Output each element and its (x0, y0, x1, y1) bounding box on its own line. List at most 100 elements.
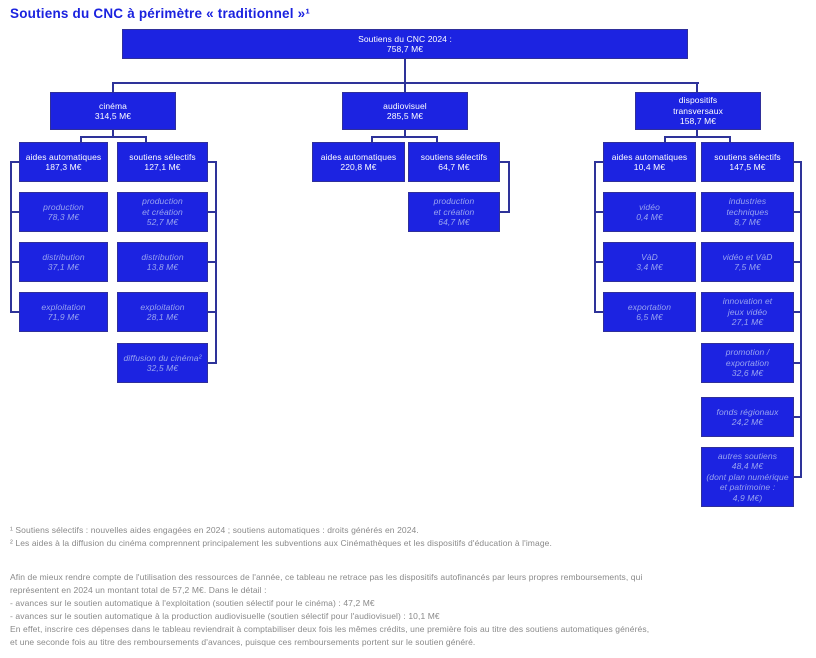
node-label-line: production (43, 201, 84, 212)
node-label-line: vidéo (639, 201, 660, 212)
node-label-line: 285,5 M€ (386, 111, 424, 121)
node-label-line: techniques (726, 206, 769, 217)
node-label-line: 4,9 M€) (732, 492, 763, 503)
node-label-line: dispositifs (678, 95, 718, 106)
connector-line (794, 311, 802, 313)
node-label-line: 3,4 M€ (636, 262, 663, 272)
node-label-line: 48,4 M€ (731, 461, 764, 472)
node-label-line: audiovisuel (383, 100, 427, 111)
connector-line (10, 161, 19, 163)
connector-line (500, 161, 510, 163)
connector-line (794, 476, 802, 478)
node-label-line: distribution (141, 251, 184, 262)
connector-line (800, 161, 802, 478)
connector-line (594, 261, 603, 263)
connector-line (112, 130, 114, 136)
node-label-line: 27,1 M€ (731, 317, 764, 328)
node-label-line: 32,6 M€ (731, 368, 764, 379)
connector-line (10, 211, 19, 213)
node-label-line: production (142, 196, 183, 207)
node-label-line: exportation (725, 357, 770, 368)
explanation-line: - avances sur le soutien automatique à l… (10, 598, 375, 608)
connector-line (794, 416, 802, 418)
node-label-line: aides automatiques (25, 151, 102, 162)
node-label-line: exportation (627, 301, 672, 312)
node-label-line: 64,7 M€ (438, 162, 470, 172)
node-label-line: 758,7 M€ (386, 44, 424, 54)
connector-line (794, 362, 802, 364)
node-label-line: exploitation (140, 301, 185, 312)
connector-line (696, 82, 698, 92)
node-label-line: et patrimoine : (719, 482, 776, 493)
node-label-line: 24,2 M€ (731, 417, 764, 427)
node-label-line: diffusion du cinéma² (123, 352, 202, 363)
connector-line (404, 130, 406, 136)
connector-line (594, 211, 603, 213)
node-label-line: (dont plan numérique (706, 471, 789, 482)
node-label-line: 37,1 M€ (47, 262, 80, 272)
node-label-line: transversaux (673, 105, 723, 116)
node-label-line: 28,1 M€ (146, 312, 179, 322)
diagram-title: Soutiens du CNC à périmètre « traditionn… (10, 6, 311, 21)
node-label-line: 78,3 M€ (47, 212, 80, 222)
node-label-line: 64,7 M€ (438, 217, 470, 228)
connector-line (500, 211, 510, 213)
explanation-line: Afin de mieux rendre compte de l'utilisa… (10, 572, 643, 582)
node-label-line: 187,3 M€ (45, 162, 82, 172)
node-label-line: production (433, 196, 475, 207)
node-label-line: industries (728, 196, 767, 207)
connector-line (594, 311, 603, 313)
connector-line (10, 311, 19, 313)
connector-line (794, 261, 802, 263)
connector-line (794, 161, 802, 163)
node-label-line: et création (142, 206, 183, 217)
connector-line (508, 161, 510, 213)
node-label-line: distribution (42, 251, 85, 262)
node-label-line: 220,8 M€ (340, 162, 377, 172)
node-label-line: 10,4 M€ (633, 162, 666, 172)
connector-line (208, 311, 217, 313)
footnote-2: ² Les aides à la diffusion du cinéma com… (10, 538, 552, 548)
connector-line (729, 136, 731, 142)
node-label-line: aides automatiques (320, 151, 397, 162)
connector-line (594, 161, 603, 163)
connector-line (208, 161, 217, 163)
connector-line (436, 136, 438, 142)
connector-line (208, 261, 217, 263)
connector-line (594, 161, 596, 313)
node-label-line: promotion / (725, 347, 770, 358)
node-label-line: exploitation (41, 301, 86, 312)
node-label-line: soutiens sélectifs (129, 151, 196, 162)
node-label-line: innovation et (722, 296, 773, 307)
node-label-line: VàD (641, 251, 658, 262)
node-label-line: 147,5 M€ (729, 162, 766, 172)
node-label-line: vidéo et VàD (722, 251, 773, 262)
node-label-line: 52,7 M€ (146, 217, 179, 228)
explanation-line: et une seconde fois au titre des rembour… (10, 637, 476, 647)
connector-line (80, 136, 147, 138)
connector-line (208, 362, 217, 364)
footnote-1: ¹ Soutiens sélectifs : nouvelles aides e… (10, 525, 419, 535)
node-label-line: 8,7 M€ (734, 217, 761, 228)
explanation-line: En effet, inscrire ces dépenses dans le … (10, 624, 650, 634)
node-label-line: fonds régionaux (716, 406, 779, 417)
node-label-line: 13,8 M€ (146, 262, 179, 272)
connector-line (696, 130, 698, 136)
connector-line (404, 82, 406, 92)
